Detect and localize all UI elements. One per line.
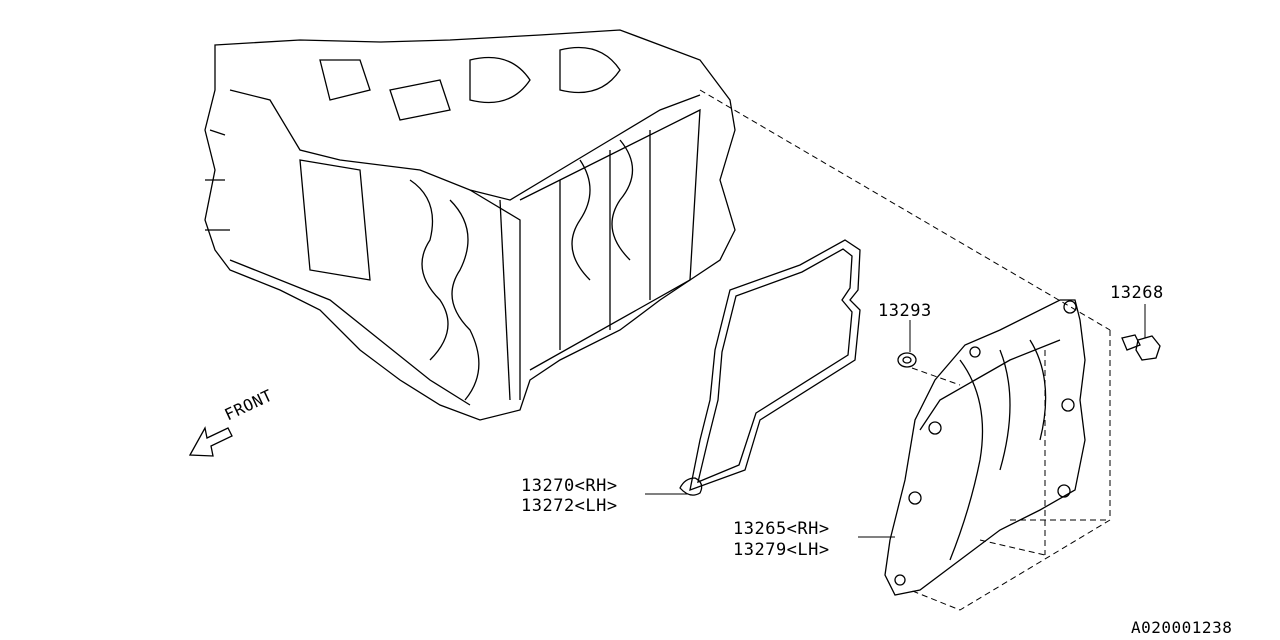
gasket-drawing <box>679 239 861 496</box>
part-label-13268[interactable]: 13268 <box>1110 283 1164 303</box>
leader-lines <box>645 304 1146 538</box>
part-label-13279-lh[interactable]: 13279<LH> <box>733 540 830 560</box>
seal-washer-drawing <box>897 352 917 368</box>
bolt-drawing <box>1121 334 1161 361</box>
part-label-13270-rh[interactable]: 13270<RH> <box>521 476 618 496</box>
cylinder-head-drawing <box>204 29 736 421</box>
assembly-dashed-lines <box>699 89 1111 611</box>
valve-cover-drawing <box>884 299 1086 596</box>
diagram-code: A020001238 <box>1131 618 1233 637</box>
front-arrow-icon <box>188 426 233 457</box>
part-label-13265-rh[interactable]: 13265<RH> <box>733 519 830 539</box>
part-label-13272-lh[interactable]: 13272<LH> <box>521 496 618 516</box>
part-label-13293[interactable]: 13293 <box>878 301 932 321</box>
